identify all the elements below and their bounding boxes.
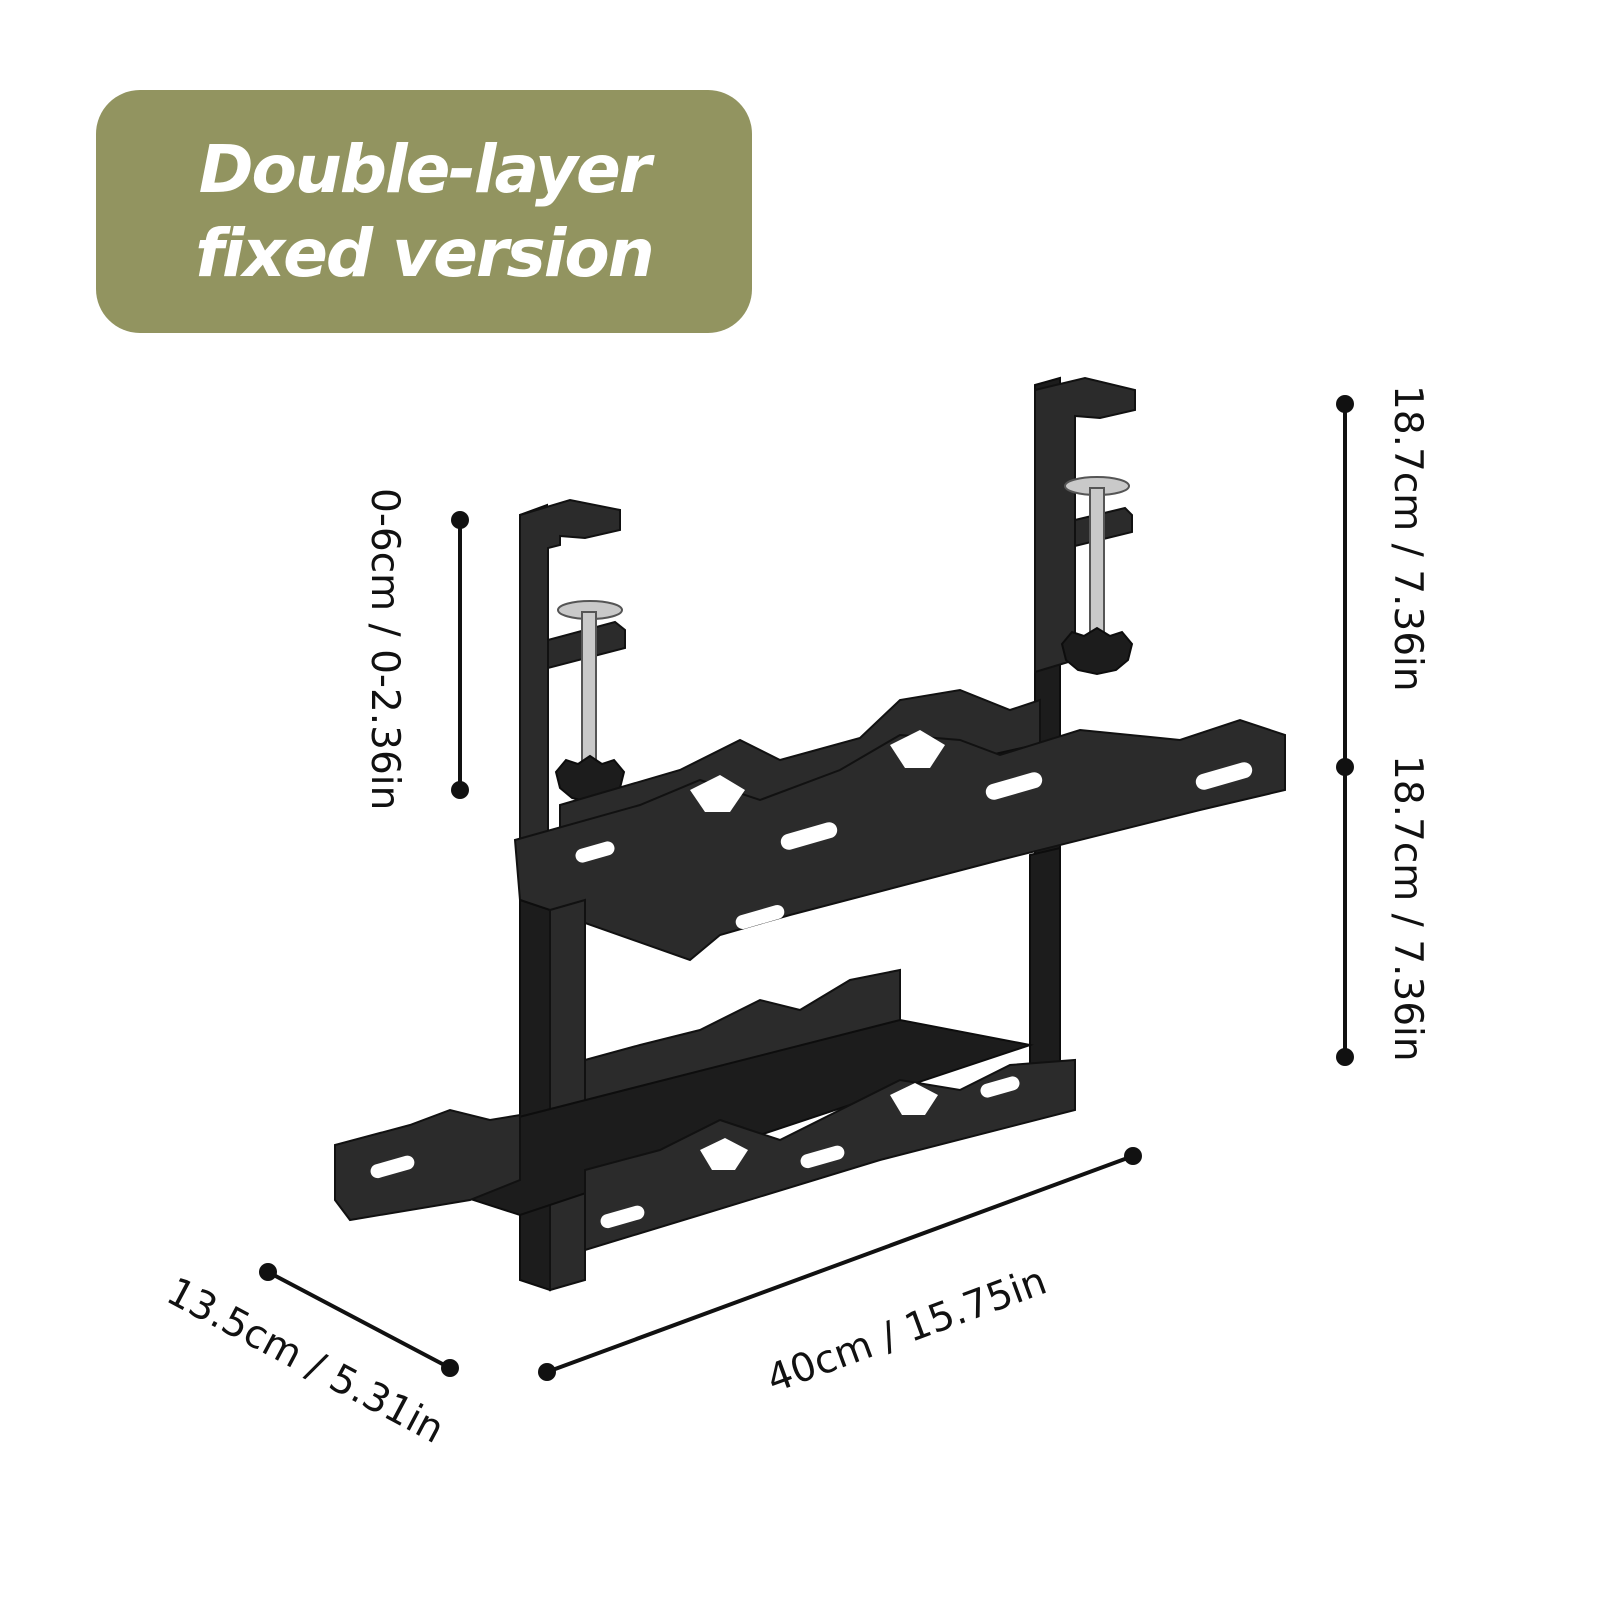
title-line-1: Double-layer bbox=[198, 130, 652, 208]
top-height-label: 18.7cm / 7.36in bbox=[1385, 385, 1430, 692]
length-label: 40cm / 15.75in bbox=[761, 1259, 1053, 1403]
dimension-heights: 18.7cm / 7.36in 18.7cm / 7.36in bbox=[1336, 385, 1430, 1066]
right-clamp-screw bbox=[1060, 476, 1134, 676]
dimension-endpoint bbox=[441, 1359, 459, 1377]
front-post-left bbox=[519, 898, 551, 1292]
front-post-left-face bbox=[549, 898, 586, 1292]
upper-tray-front-wall bbox=[513, 718, 1286, 962]
title-line-2: fixed version bbox=[195, 214, 654, 292]
dimension-endpoint bbox=[451, 781, 469, 799]
dimension-endpoint bbox=[1336, 1048, 1354, 1066]
lower-tray-side-wall bbox=[334, 1108, 521, 1222]
dimension-endpoint bbox=[1124, 1147, 1142, 1165]
dimension-endpoint bbox=[451, 511, 469, 529]
title-badge: Double-layer fixed version bbox=[96, 90, 752, 333]
depth-label: 13.5cm / 5.31in bbox=[159, 1269, 451, 1453]
dimension-endpoint bbox=[1336, 758, 1354, 776]
bottom-height-label: 18.7cm / 7.36in bbox=[1385, 755, 1430, 1062]
right-clamp-hook bbox=[1034, 376, 1136, 674]
upper-tray-cutouts bbox=[575, 730, 1253, 929]
dimension-endpoint bbox=[538, 1363, 556, 1381]
lower-tray-cutouts bbox=[370, 1076, 1020, 1229]
dimension-clamp-range: 0-6cm / 0-2.36in bbox=[362, 488, 469, 810]
dimension-endpoint bbox=[1336, 395, 1354, 413]
dimension-endpoint bbox=[259, 1263, 277, 1281]
cable-tray-illustration bbox=[334, 376, 1286, 1292]
dimension-depth: 13.5cm / 5.31in bbox=[159, 1263, 459, 1453]
clamp-range-label: 0-6cm / 0-2.36in bbox=[362, 488, 407, 810]
